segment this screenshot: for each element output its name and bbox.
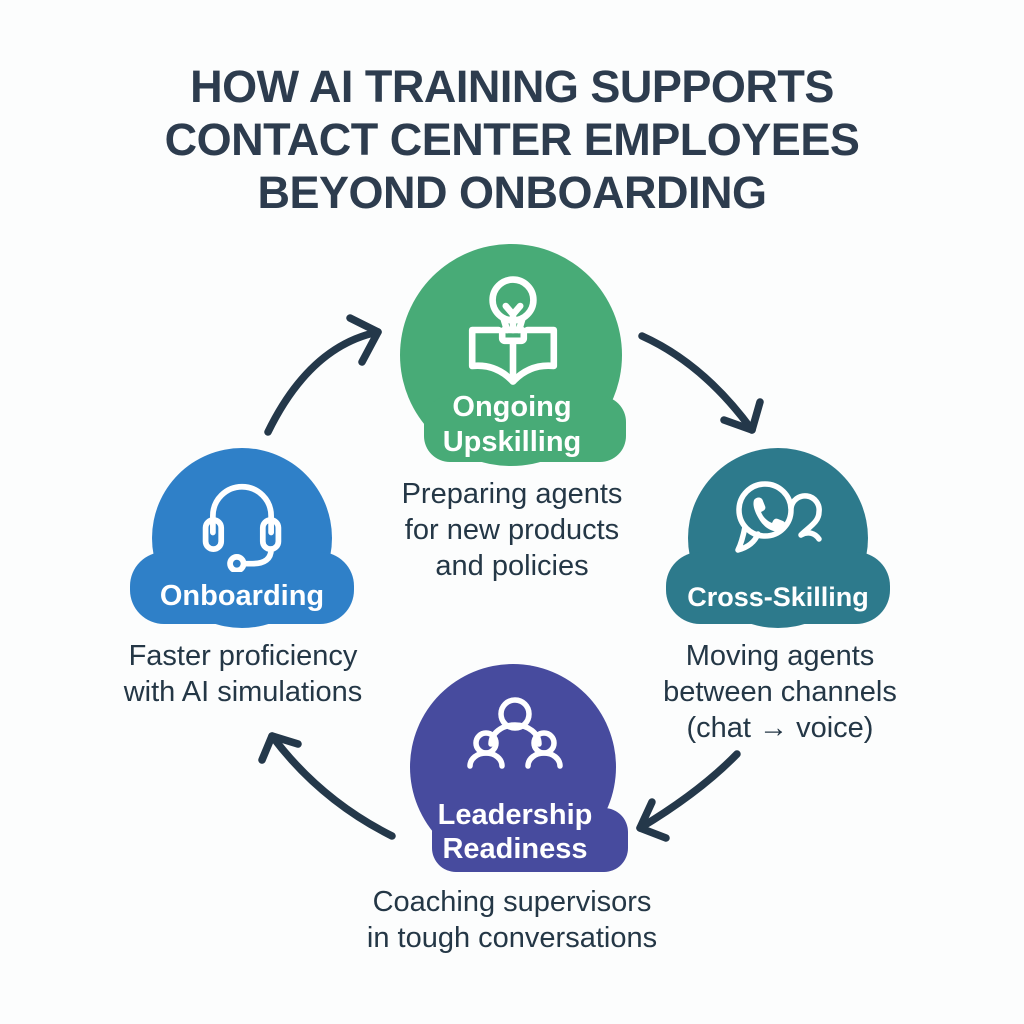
caption-line: (chat → voice) (686, 712, 874, 744)
node-label-line: Leadership (437, 799, 593, 831)
arrow-crossskilling-to-leadership (636, 750, 741, 842)
node-label-tab (424, 396, 626, 462)
node-label: Onboarding (130, 580, 354, 613)
node-label-line: Upskilling (442, 426, 582, 458)
page-title: HOW AI TRAINING SUPPORTS CONTACT CENTER … (0, 60, 1024, 219)
chat-channels-icon (722, 472, 834, 572)
arrow-upskilling-to-crossskilling (638, 332, 764, 434)
node-label-line: Ongoing (452, 391, 572, 423)
lightbulb-book-icon (453, 270, 573, 390)
arrow-onboarding-to-upskilling (264, 314, 382, 436)
caption-line: for new products (404, 514, 620, 546)
node-label-tab (666, 552, 890, 624)
node-label-line: Readiness (442, 833, 588, 865)
node-ongoing-upskilling: Ongoing Upskilling (396, 244, 628, 468)
node-onboarding: Onboarding (130, 448, 354, 628)
node-leadership-readiness: Leadership Readiness (398, 664, 632, 874)
node-label-line: Cross-Skilling (687, 582, 869, 612)
node-label-tab (432, 808, 628, 872)
caption-line: Coaching supervisors (372, 886, 652, 918)
title-line-1: HOW AI TRAINING SUPPORTS (190, 61, 834, 112)
caption-line: Preparing agents (401, 478, 623, 510)
caption-cross-skilling: Moving agents between channels (chat → v… (625, 638, 935, 746)
headset-icon (190, 468, 294, 572)
caption-onboarding: Faster proficiency with AI simulations (83, 638, 403, 710)
caption-ongoing-upskilling: Preparing agents for new products and po… (362, 476, 662, 584)
caption-line: in tough conversations (366, 922, 658, 954)
title-line-2: CONTACT CENTER EMPLOYEES (164, 114, 860, 165)
caption-line: Moving agents (685, 640, 875, 672)
caption-line: with AI simulations (123, 676, 363, 708)
caption-line: Faster proficiency (128, 640, 358, 672)
arrow-leadership-to-onboarding (258, 732, 396, 840)
caption-line: and policies (435, 550, 589, 582)
node-label-line: Onboarding (159, 580, 325, 612)
node-label: Cross-Skilling (666, 582, 890, 613)
node-cross-skilling: Cross-Skilling (666, 448, 890, 628)
team-people-icon (460, 694, 570, 794)
caption-leadership-readiness: Coaching supervisors in tough conversati… (322, 884, 702, 956)
caption-line: between channels (663, 676, 897, 708)
node-label: Leadership Readiness (398, 798, 632, 866)
title-line-3: BEYOND ONBOARDING (257, 167, 767, 218)
node-label: Ongoing Upskilling (396, 390, 628, 460)
